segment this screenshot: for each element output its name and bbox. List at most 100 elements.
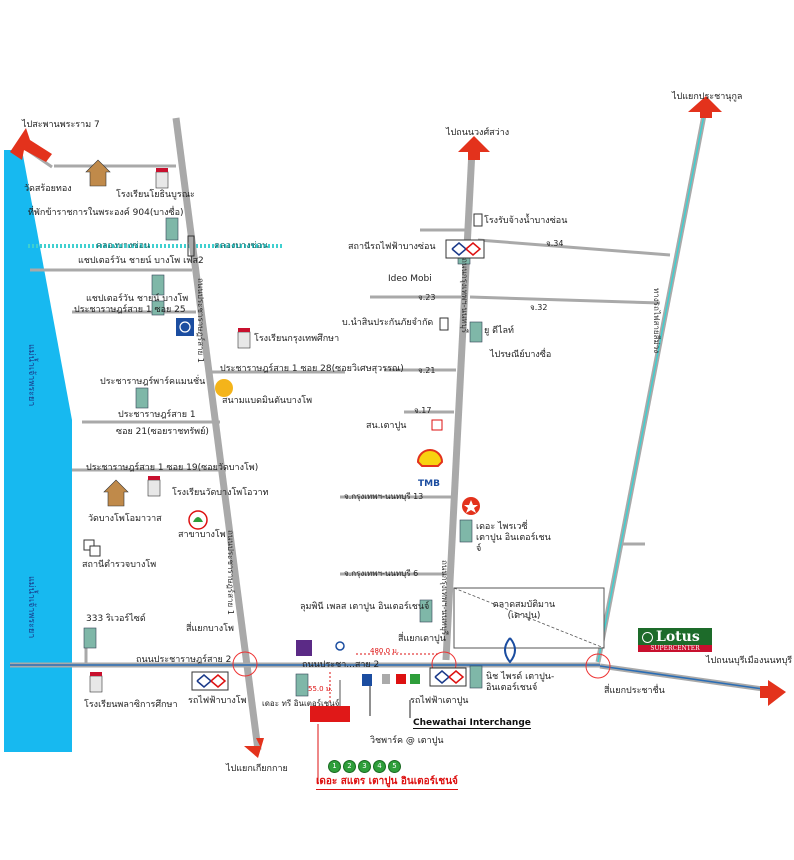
soi-6: จ.กรุงเทพฯ-นนทบุรี 6 xyxy=(344,569,419,578)
intersection-bangpho-ring xyxy=(232,651,258,677)
river-label-lower: แม่น้ำเจ้าพระยา xyxy=(26,576,36,639)
school-icons xyxy=(89,171,251,693)
building-icon xyxy=(135,387,149,409)
place-wat-bangpho: วัดบางโพโอมาวาส xyxy=(88,514,162,524)
soi-21: จ.21 xyxy=(418,366,436,375)
lotus-logo: Lotus SUPERCENTER xyxy=(638,628,712,652)
place-shop-bangpho2: แชปเตอร์วัน ชายน์ บางโพ xyxy=(86,294,189,304)
arrow-top-left xyxy=(10,128,52,162)
soi-34: จ.34 xyxy=(546,239,564,248)
place-police-taopoon: สน.เตาปูน xyxy=(366,421,407,431)
ball-3: 3 xyxy=(358,760,371,773)
chao-phraya-river xyxy=(4,150,72,752)
arrow-bottom-left xyxy=(244,738,264,758)
building-icon xyxy=(151,274,165,296)
arrow-top-center xyxy=(458,136,490,160)
place-shop-bangpho: แชปเตอร์วัน ชายน์ บางโพ เฟส2 xyxy=(78,256,204,266)
signpost-icon xyxy=(439,317,449,331)
road-label-purple-line: ทางรถไฟสายสีม่วง xyxy=(652,288,661,354)
place-riverside-333: 333 ริเวอร์ไซด์ xyxy=(86,614,146,624)
soi-32: จ.32 xyxy=(530,303,548,312)
place-post-office: ไปรษณีย์บางซื่อ xyxy=(490,350,552,360)
place-intersection-taopoon: สี่แยกเตาปูน xyxy=(398,634,446,644)
place-bank-branch: สาขาบางโพ xyxy=(178,530,226,540)
place-badminton: สนามแบดมินตันบางโพ xyxy=(222,396,312,406)
ball-1: 1 xyxy=(328,760,341,773)
river-label-upper: แม่น้ำเจ้าพระยา xyxy=(26,344,36,407)
place-school-bottom: โรงเรียนพลาซิการศึกษา xyxy=(84,700,178,710)
place-bts-bangpho: รถไฟฟ้าบางโพ xyxy=(188,696,247,706)
signpost-icon xyxy=(473,213,483,227)
school-icon xyxy=(155,171,169,189)
place-ratchaphak: วิชพาร์ค @ เตาปูน xyxy=(370,736,444,746)
road-label-pracharat1-lower: ถนนประชาราษฎร์สาย 1 xyxy=(226,530,235,615)
scb-logo-icon xyxy=(296,640,312,656)
place-market: ตลาดสมบัติมาน (เตาปูน) xyxy=(492,600,556,621)
road-label-pracharat2-mid: ถนนประชา...สาย 2 xyxy=(302,660,380,670)
building-icon xyxy=(151,300,165,316)
place-the-privacy: เดอะ ไพรเวซี่ เตาปูน อินเตอร์เชนจ์ xyxy=(476,522,551,554)
bangkok-bank-logo-icon xyxy=(504,637,516,664)
shop-icon xyxy=(410,674,420,684)
bank-logo-icon xyxy=(176,318,194,336)
place-niche-pride: นิช ไพรด์ เตาปูน-อินเตอร์เชนจ์ xyxy=(486,672,555,693)
arrow-top-right xyxy=(688,96,722,118)
place-water-plant: โรงรับจ้างน้ำบางซ่อน xyxy=(484,216,568,226)
shop-icon xyxy=(382,674,390,684)
school-icon xyxy=(147,479,161,497)
intersection-prachachuen-ring xyxy=(585,653,611,679)
place-the-tree: เดอะ ทรี อินเตอร์เชนจ์ xyxy=(262,699,340,708)
place-pracharat-park: ประชาราษฎร์พาร์คแมนชั่น xyxy=(100,377,206,387)
target-project-title: เดอะ สแตร เตาปูน อินเตอร์เชนจ์ xyxy=(316,774,458,790)
road-label-soi25: ประชาราษฎร์สาย 1 ซอย 25 xyxy=(74,305,186,315)
direction-arrows xyxy=(10,96,786,758)
place-station-bangsorn: สถานีรถไฟฟ้าบางซ่อน xyxy=(348,242,436,252)
svg-text:TMB: TMB xyxy=(418,479,440,489)
place-pracharat1: ประชาราษฎร์สาย 1 xyxy=(118,410,196,420)
place-bts-taopoon: รถไฟฟ้าเตาปูน xyxy=(410,696,469,706)
school-icon xyxy=(237,331,251,349)
police-icon xyxy=(83,539,95,551)
pin-icon xyxy=(335,641,345,651)
place-u-delight: ยู ดีไลท์ xyxy=(484,326,514,336)
arrow-right xyxy=(760,680,786,706)
road-label-bkk-nonthaburi-lower: ถนนกรุงเทพฯ-นนทบุรี xyxy=(440,560,449,636)
building-icon xyxy=(459,519,473,543)
destination-rama7: ไปสะพานพระราม 7 xyxy=(22,120,100,130)
road-label-pracharat1: ถนนประชาราษฎร์สาย 1 xyxy=(196,278,205,363)
police-box-icon xyxy=(431,419,443,431)
place-school-krungthep: โรงเรียนกรุงเทพศึกษา xyxy=(254,334,340,344)
ball-row: 1 2 3 4 5 xyxy=(328,760,401,773)
place-school-watbangpho: โรงเรียนวัดบางโพโอวาท xyxy=(172,488,269,498)
building-icon xyxy=(419,599,433,623)
building-icon xyxy=(295,673,309,697)
road-label-pracharat2: ถนนประชาราษฎร์สาย 2 xyxy=(136,655,232,665)
road-label-soi19: ประชาราษฎร์สาย 1 ซอย 19(ซอยวัดบางโพ) xyxy=(86,463,259,473)
canal-label-right: คลองบางซ่อน xyxy=(214,241,269,251)
lotus-name: Lotus xyxy=(656,629,700,645)
place-police: สถานีตำรวจบางโพ xyxy=(82,560,157,570)
building-icon xyxy=(165,217,179,241)
place-intersection-bangpho: สี่แยกบางโพ xyxy=(186,624,234,634)
building-icon xyxy=(83,627,97,649)
ball-5: 5 xyxy=(388,760,401,773)
building-icon xyxy=(469,665,483,689)
road-label-bkk-nonthaburi: ถนนกรุงเทพฯ-นนทบุรี xyxy=(460,258,469,334)
place-chewathai: Chewathai Interchange xyxy=(413,718,531,729)
destination-kiakkai: ไปแยกเกียกกาย xyxy=(226,764,288,774)
place-intersection-prachachuen: สี่แยกประชาชื่น xyxy=(604,686,665,696)
ball-4: 4 xyxy=(373,760,386,773)
destination-wongsawang: ไปถนนวงศ์สว่าง xyxy=(446,128,510,138)
soi-17: จ.17 xyxy=(414,406,432,415)
road-label-soi21: ซอย 21(ซอยราชทรัพย์) xyxy=(116,427,209,437)
soi-13: จ.กรุงเทพฯ-นนทบุรี 13 xyxy=(344,492,424,501)
distance-480: 480.0 ม. xyxy=(370,647,400,655)
road-label-soi28: ประชาราษฎร์สาย 1 ซอย 28(ซอยวิเศษสุวรรณ) xyxy=(220,364,404,374)
shop-icon xyxy=(396,674,406,684)
building-icon xyxy=(469,321,483,343)
place-office: บ.นำสินประกันภัยจำกัด xyxy=(342,318,434,328)
temple-icon xyxy=(85,159,111,187)
shell-logo-icon xyxy=(416,449,444,467)
ball-2: 2 xyxy=(343,760,356,773)
